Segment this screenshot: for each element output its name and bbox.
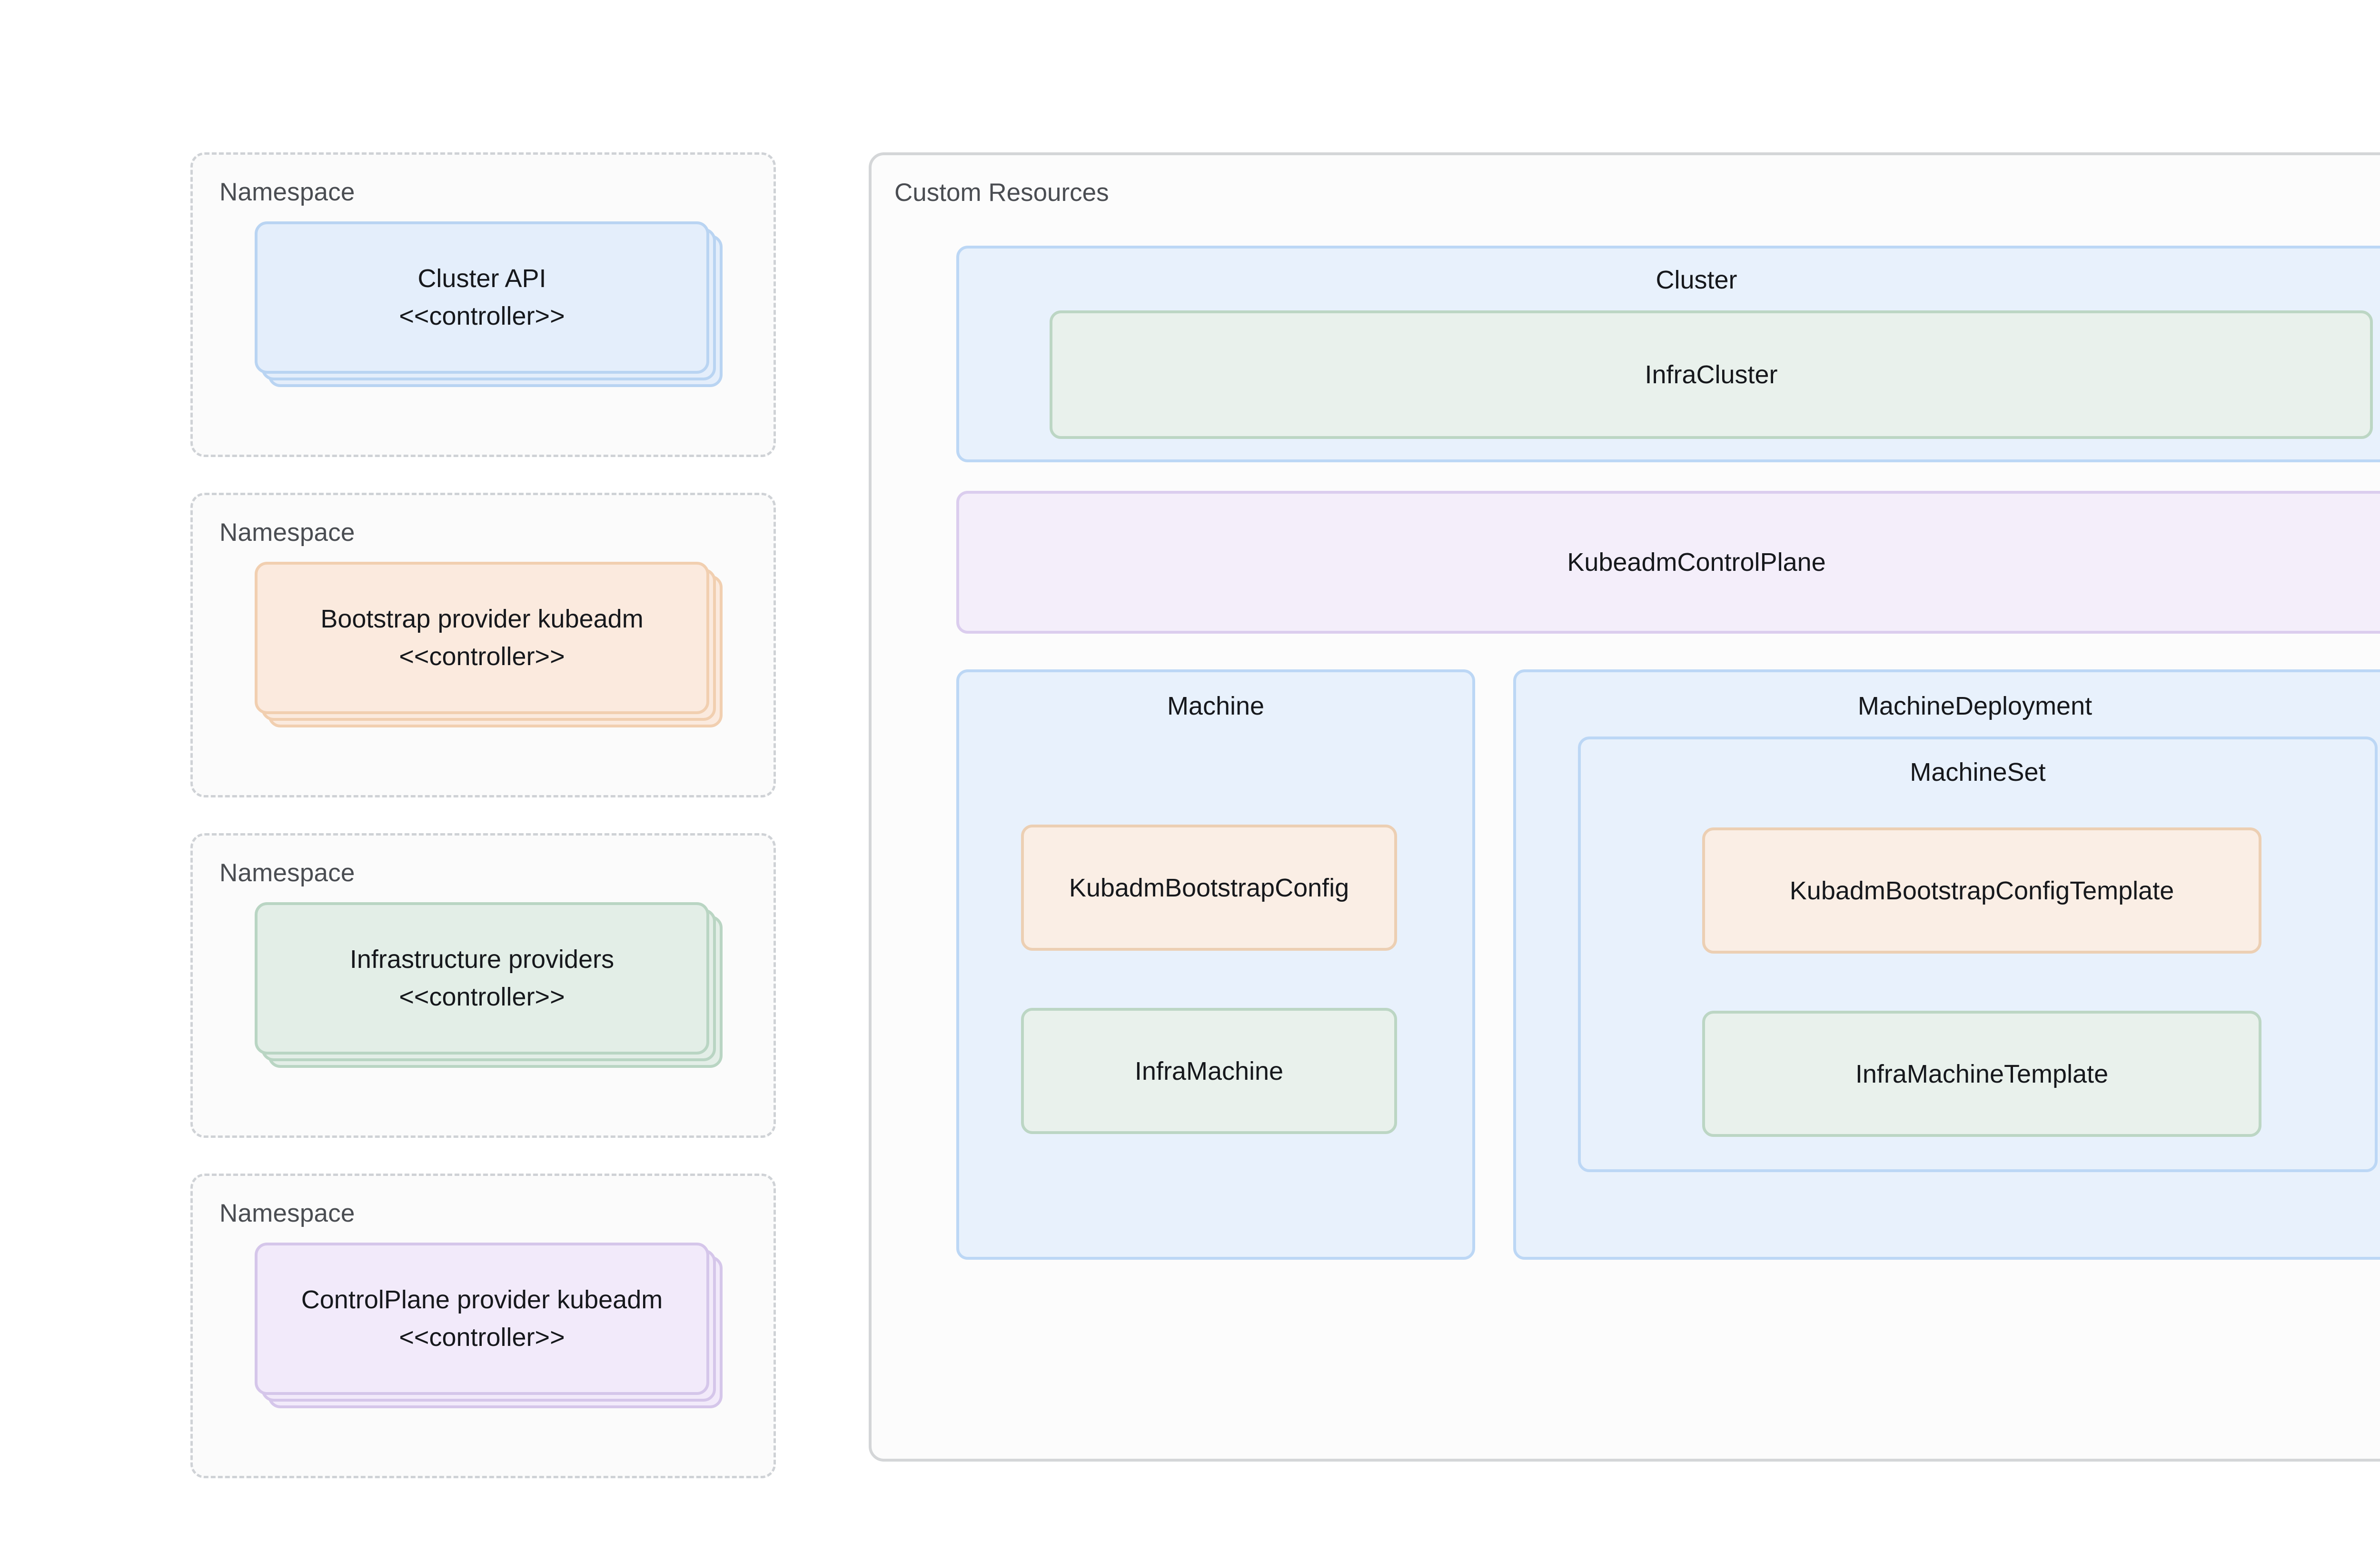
resource-box-kubadmbootstrapconfigtemplate[interactable]: KubadmBootstrapConfigTemplate — [1702, 827, 2261, 954]
resource-box-kubadmbootstrapconfig[interactable]: KubadmBootstrapConfig — [1021, 825, 1397, 951]
resource-box-machineset[interactable]: MachineSet KubadmBootstrapConfigTemplate… — [1578, 737, 2378, 1172]
controller-card-stereotype: <<controller>> — [399, 1323, 565, 1352]
controller-card-controlplane-provider-kubeadm[interactable]: ControlPlane provider kubeadm <<controll… — [255, 1243, 723, 1408]
resource-title-inframachinetemplate: InfraMachineTemplate — [1855, 1059, 2109, 1088]
namespace-label: Namespace — [219, 518, 355, 547]
resource-title-kubadmbootstrapconfigtemplate: KubadmBootstrapConfigTemplate — [1789, 876, 2174, 905]
card-sheet-front: Infrastructure providers <<controller>> — [255, 902, 709, 1055]
controller-card-stereotype: <<controller>> — [399, 302, 565, 330]
resource-box-inframachine[interactable]: InfraMachine — [1021, 1008, 1397, 1134]
controller-card-text: Infrastructure providers <<controller>> — [258, 905, 706, 1052]
resource-box-kubeadmcontrolplane[interactable]: KubeadmControlPlane — [956, 491, 2380, 634]
controller-card-stereotype: <<controller>> — [399, 983, 565, 1011]
resource-box-machinedeployment[interactable]: MachineDeployment MachineSet KubadmBoots… — [1513, 669, 2380, 1260]
card-sheet-front: Cluster API <<controller>> — [255, 221, 709, 374]
namespace-label: Namespace — [219, 178, 355, 206]
card-sheet-front: ControlPlane provider kubeadm <<controll… — [255, 1243, 709, 1395]
namespace-group-controlplane-provider-kubeadm: Namespace ControlPlane provider kubeadm … — [190, 1174, 776, 1478]
controller-card-title: Infrastructure providers — [349, 945, 615, 974]
resource-title-cluster: Cluster — [1656, 266, 1737, 294]
card-sheet-front: Bootstrap provider kubeadm <<controller>… — [255, 562, 709, 714]
custom-resources-label: Custom Resources — [894, 179, 1109, 207]
namespace-label: Namespace — [219, 859, 355, 887]
controller-card-text: Cluster API <<controller>> — [258, 224, 706, 371]
namespace-group-cluster-api: Namespace Cluster API <<controller>> — [190, 152, 776, 457]
controller-card-cluster-api[interactable]: Cluster API <<controller>> — [255, 221, 723, 387]
resource-title-kubadmbootstrapconfig: KubadmBootstrapConfig — [1069, 873, 1349, 902]
namespace-group-bootstrap-provider-kubeadm: Namespace Bootstrap provider kubeadm <<c… — [190, 493, 776, 797]
resource-title-machinedeployment: MachineDeployment — [1857, 692, 2092, 720]
resource-title-inframachine: InfraMachine — [1134, 1056, 1284, 1085]
controller-card-text: ControlPlane provider kubeadm <<controll… — [258, 1245, 706, 1392]
resource-box-inframachinetemplate[interactable]: InfraMachineTemplate — [1702, 1011, 2261, 1137]
controller-card-text: Bootstrap provider kubeadm <<controller>… — [258, 565, 706, 711]
controller-card-title: Cluster API — [417, 264, 546, 293]
controller-card-title: ControlPlane provider kubeadm — [301, 1285, 663, 1314]
custom-resources-panel: Custom Resources Cluster InfraCluster Ku… — [869, 152, 2380, 1462]
controller-card-stereotype: <<controller>> — [399, 642, 565, 671]
resource-title-machineset: MachineSet — [1910, 758, 2046, 786]
controller-card-bootstrap-provider-kubeadm[interactable]: Bootstrap provider kubeadm <<controller>… — [255, 562, 723, 727]
resource-box-machine[interactable]: Machine KubadmBootstrapConfig InfraMachi… — [956, 669, 1475, 1260]
controller-card-title: Bootstrap provider kubeadm — [320, 605, 644, 634]
resource-box-cluster[interactable]: Cluster InfraCluster — [956, 246, 2380, 462]
namespace-group-infrastructure-providers: Namespace Infrastructure providers <<con… — [190, 833, 776, 1138]
resource-title-kubeadmcontrolplane: KubeadmControlPlane — [1567, 548, 1826, 577]
resource-box-infracluster[interactable]: InfraCluster — [1050, 310, 2373, 439]
controller-card-infrastructure-providers[interactable]: Infrastructure providers <<controller>> — [255, 902, 723, 1068]
resource-title-machine: Machine — [1167, 692, 1265, 720]
resource-title-infracluster: InfraCluster — [1645, 360, 1778, 389]
namespace-label: Namespace — [219, 1199, 355, 1227]
